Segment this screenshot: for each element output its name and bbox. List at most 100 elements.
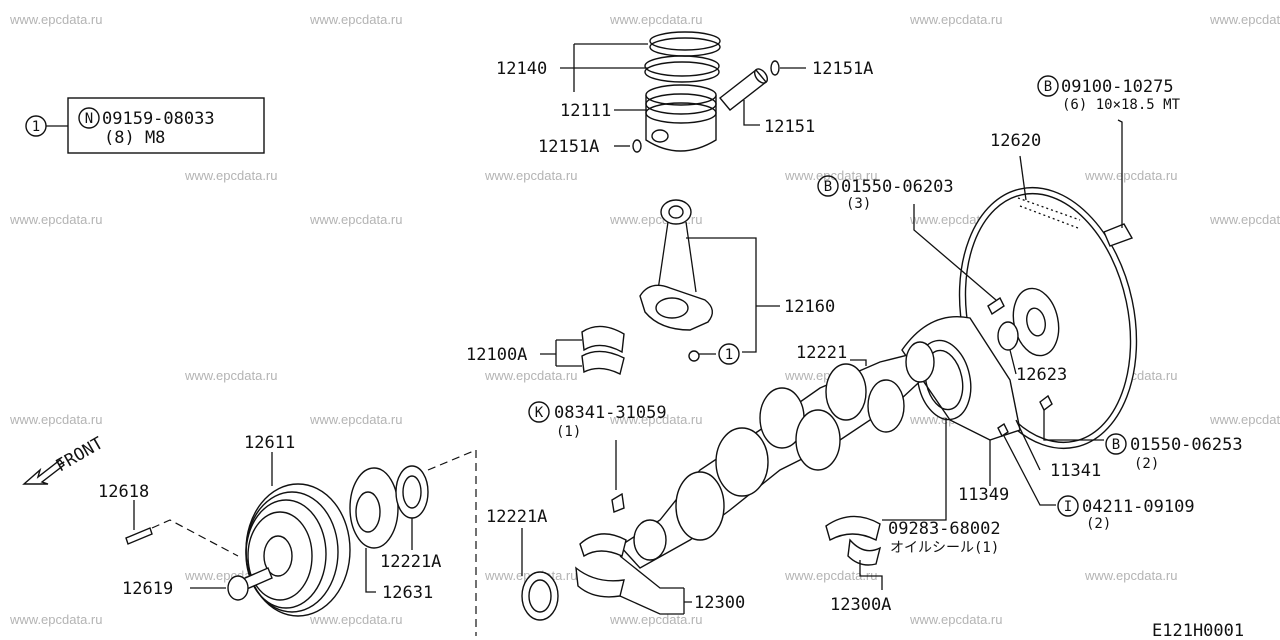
callout-b-top-quantity: (6) 10×18.5 MT (1062, 97, 1181, 113)
watermark: www.epcdata.ru (309, 612, 403, 627)
snap-ring-top (770, 60, 780, 76)
crank-flange (905, 341, 935, 383)
crank-web-4 (795, 409, 841, 471)
rod-bearing-lower (581, 350, 625, 376)
crank-web-2 (825, 363, 867, 421)
crank-web-6 (867, 379, 905, 433)
rear-seal-retainer (901, 316, 1021, 441)
label-12618: 12618 (98, 482, 149, 502)
label-12611: 12611 (244, 433, 295, 453)
callout-oil-seal-text: オイルシール(1) (890, 540, 999, 556)
rod-circle-number: 1 (725, 347, 733, 363)
label-12631: 12631 (382, 583, 433, 603)
front-oil-seal (521, 571, 559, 621)
callout-b-top-part-number: 09100-10275 (1061, 77, 1174, 97)
watermark: www.epcdata.ru (484, 168, 578, 183)
label-12111: 12111 (560, 101, 611, 121)
thrust-bearing-upper (825, 515, 881, 542)
watermark: www.epcdata.ru (309, 412, 403, 427)
callout-k-part-number: 08341-31059 (554, 403, 667, 423)
legend-circle-number: 1 (32, 119, 40, 135)
piston-crown (645, 84, 717, 106)
callout-b-mid-quantity: (3) (846, 196, 871, 212)
piston-ring-oil-rail (644, 61, 720, 83)
crank-pulley-group: 12611 12619 12618 12631 12221A (98, 433, 477, 636)
watermark: www.epcdata.ru (184, 368, 278, 383)
watermark: www.epcdata.ru (1084, 168, 1178, 183)
flywheel-bolt (1103, 223, 1134, 247)
watermark: www.epcdata.ru (609, 612, 703, 627)
pilot-bushing (997, 321, 1019, 351)
watermark: www.epcdata.ru (1209, 412, 1280, 427)
callout-b-right-part-number: 01550-06253 (1130, 435, 1243, 455)
rod-small-end (660, 199, 692, 225)
callout-oil-seal-part-number: 09283-68002 (888, 519, 1001, 539)
main-bearing-upper (579, 533, 627, 558)
label-12221: 12221 (796, 343, 847, 363)
label-12140: 12140 (496, 59, 547, 79)
thrust-bearing-lower (847, 538, 882, 566)
callout-b-top-letter: B (1044, 79, 1052, 95)
label-12151: 12151 (764, 117, 815, 137)
rear-oil-seal (916, 339, 972, 421)
pulley-hub (263, 535, 293, 577)
crank-web-3 (715, 427, 769, 497)
crank-sprocket (349, 467, 399, 549)
legend-part-number: 09159-08033 (102, 109, 215, 129)
callout-b-right-letter-circle (1105, 433, 1127, 455)
legend-quantity: (8) M8 (104, 128, 165, 148)
piston-pin-boss (651, 129, 669, 143)
label-12151a-left: 12151A (538, 137, 599, 157)
watermark: www.epcdata.ru (609, 12, 703, 27)
label-12151a-top: 12151A (812, 59, 873, 79)
main-bearing-lower (575, 566, 625, 598)
label-12300: 12300 (694, 593, 745, 613)
watermark: www.epcdata.ru (1209, 12, 1280, 27)
rod-nut (688, 350, 700, 362)
label-12620: 12620 (990, 131, 1041, 151)
watermark: www.epcdata.ru (909, 12, 1003, 27)
watermark: www.epcdata.ru (9, 12, 103, 27)
callout-b-right-quantity: (2) (1134, 456, 1159, 472)
front-seal-small (395, 465, 429, 519)
label-12100a: 12100A (466, 345, 527, 365)
crank-web-5 (675, 471, 725, 541)
callout-b-top-letter-circle (1037, 75, 1059, 97)
connecting-rod-group: 1 12160 12100A (466, 199, 835, 376)
piston-pin (718, 69, 768, 111)
callout-i-part-number: 04211-09109 (1082, 497, 1195, 517)
crank-nose (633, 519, 667, 561)
rod-circle-marker (718, 343, 740, 365)
callout-k-letter-circle (528, 401, 550, 423)
callout-b-right-letter: B (1112, 437, 1120, 453)
callout-i-letter-circle (1057, 495, 1079, 517)
crankshaft-group: 12221 K 08341-31059 (1) (528, 341, 935, 569)
watermark: www.epcdata.ru (9, 412, 103, 427)
front-seal-left-group: 12221A (486, 507, 559, 621)
piston-ring-oil (644, 55, 720, 77)
watermark: www.epcdata.ru (309, 212, 403, 227)
woodruff-key (611, 492, 625, 513)
watermark: www.epcdata.ru (609, 412, 703, 427)
legend-letter: N (85, 111, 93, 127)
pulley-washer (227, 575, 249, 601)
dowel-pin (997, 422, 1009, 438)
label-12221a-right: 12221A (380, 552, 441, 572)
legend-box: 1 N 09159-08033 (8) M8 (25, 97, 265, 154)
retainer-bolt (1039, 394, 1053, 412)
snap-ring-left (632, 139, 642, 153)
callout-b-mid-letter: B (824, 179, 832, 195)
main-bearings-group: 12300 12300A (575, 515, 891, 615)
watermark: www.epcdata.ru (784, 168, 878, 183)
front-indicator: FRONT (22, 433, 107, 485)
label-12623: 12623 (1016, 365, 1067, 385)
label-11349: 11349 (958, 485, 1009, 505)
label-11341: 11341 (1050, 461, 1101, 481)
callout-k-quantity: (1) (556, 424, 581, 440)
label-12221a-left: 12221A (486, 507, 547, 527)
drawing-id: E121H0001 (1152, 621, 1244, 640)
watermark: www.epcdata.ru (184, 168, 278, 183)
callout-b-mid-letter-circle (817, 175, 839, 197)
